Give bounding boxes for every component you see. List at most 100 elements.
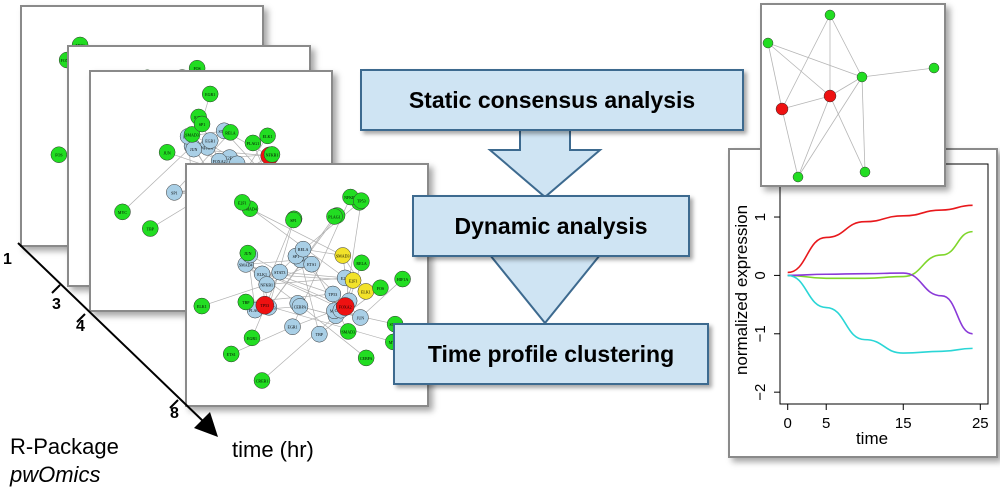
x-tick-label: 15 — [895, 415, 912, 432]
series-line-4 — [787, 274, 973, 354]
network-node-label: SP1 — [171, 190, 177, 195]
network-node — [201, 132, 219, 149]
network-node-label: PLAG1 — [328, 215, 340, 220]
flow-arrow-1 — [487, 126, 603, 199]
network-node — [344, 272, 362, 289]
consensus-network-graph — [762, 9, 940, 183]
network-node — [255, 295, 275, 315]
network-node-label: FOS — [377, 286, 384, 291]
network-node — [193, 115, 211, 133]
network-node-label: FOXA2 — [339, 305, 352, 310]
network-node — [201, 85, 219, 103]
package-label: R-Package pwOmics — [10, 434, 119, 488]
network-node — [233, 194, 251, 211]
network-node-label: ELK1 — [257, 272, 267, 277]
package-type: R-Package — [10, 434, 119, 459]
network-node-label: HIF1A — [397, 277, 408, 282]
y-tick-label: 0 — [752, 271, 769, 279]
network-node-label: FOS — [193, 66, 200, 71]
network-node-label: NFKB1 — [266, 152, 279, 157]
plot-frame — [779, 163, 989, 405]
network-node — [294, 240, 312, 258]
network-node — [244, 134, 262, 152]
network-node — [50, 146, 68, 163]
network-node — [183, 126, 201, 143]
network-node-label: SMAD4 — [243, 207, 257, 212]
network-node-label: CREB1 — [256, 378, 268, 383]
network-node-label: SMAD3 — [185, 132, 199, 137]
network-node-label: E2F1 — [238, 200, 247, 205]
step-clustering-label: Time profile clustering — [427, 340, 675, 367]
network-node-label: FOS — [55, 153, 62, 158]
network-node — [394, 270, 411, 288]
network-node-label: PLAG1 — [247, 141, 259, 146]
time-axis-arrow — [17, 242, 218, 437]
network-node — [114, 203, 131, 221]
consensus-edges — [767, 14, 935, 178]
step-dynamic-label: Dynamic analysis — [454, 212, 648, 239]
network-node — [357, 349, 375, 367]
consensus-node — [762, 37, 774, 49]
network-node-label: ETS1 — [227, 352, 236, 357]
network-node — [326, 208, 343, 225]
network-panel-8: MYCCREB1E2F1SMAD3ELK1FOXA2TP53SP1FOSSTAT… — [185, 163, 429, 407]
network-nodes: MYCCREB1E2F1SMAD3ELK1FOXA2TP53SP1FOSSTAT… — [193, 188, 411, 389]
x-axis-title: time — [856, 429, 888, 448]
network-node-label: CEBPA — [360, 356, 373, 361]
network-node-label: NFKB1 — [344, 195, 357, 200]
network-node — [372, 279, 389, 297]
network-node-label: TBP — [242, 300, 250, 305]
consensus-node — [824, 9, 836, 21]
network-node — [311, 325, 328, 343]
network-node — [142, 220, 159, 237]
network-node — [352, 309, 369, 326]
network-node-label: E2F1 — [349, 278, 358, 283]
network-node-label: ELK1 — [197, 304, 207, 309]
network-node-label: MYC — [118, 210, 127, 215]
series-line-2 — [787, 230, 973, 280]
x-tick-label: 25 — [972, 415, 989, 432]
network-node — [239, 244, 257, 262]
network-node-label: SP1 — [293, 254, 299, 259]
network-node-label: E2F1 — [225, 156, 234, 161]
network-node — [222, 124, 239, 141]
step-static-consensus: Static consensus analysis — [360, 69, 744, 131]
network-node — [353, 192, 370, 209]
network-node — [271, 263, 288, 281]
time-axis-label: time (hr) — [232, 437, 314, 462]
network-node-label: RELA — [225, 130, 236, 135]
y-tick-label: −2 — [752, 384, 769, 401]
network-node-label: NFKB1 — [260, 282, 273, 287]
network-node-label: RELA — [298, 247, 309, 252]
consensus-node — [775, 102, 789, 116]
network-node-label: TP53 — [357, 199, 366, 204]
network-node — [335, 297, 355, 316]
network-node-label: SP1 — [290, 218, 296, 223]
network-node — [291, 298, 309, 315]
x-tick-label: 0 — [784, 415, 792, 432]
network-node-label: TP53 — [261, 303, 270, 308]
consensus-node — [928, 62, 940, 74]
network-node — [263, 146, 281, 163]
network-node-label: EGR1 — [247, 336, 257, 341]
network-node — [193, 297, 211, 315]
network-node — [222, 345, 240, 363]
consensus-network-panel — [760, 3, 946, 187]
network-node — [259, 127, 276, 145]
consensus-node — [856, 71, 868, 83]
network-node-label: SMAD3 — [341, 329, 355, 334]
network-node-label: JUN — [163, 150, 170, 155]
consensus-node — [823, 89, 837, 103]
network-node-label: JUN — [190, 147, 197, 152]
step-dynamic-analysis: Dynamic analysis — [412, 195, 690, 257]
series-line-3 — [787, 272, 973, 335]
network-node-label: RELA — [356, 261, 367, 266]
time-tick-3: 3 — [52, 296, 61, 313]
network-node-label: CEBPA — [294, 304, 307, 309]
network-node — [285, 211, 302, 229]
network-node-label: PLAG1 — [249, 308, 261, 313]
step-time-profile: Time profile clustering — [393, 323, 709, 385]
network-node-label: TBP — [147, 227, 155, 232]
network-node-label: ETS1 — [307, 262, 316, 267]
